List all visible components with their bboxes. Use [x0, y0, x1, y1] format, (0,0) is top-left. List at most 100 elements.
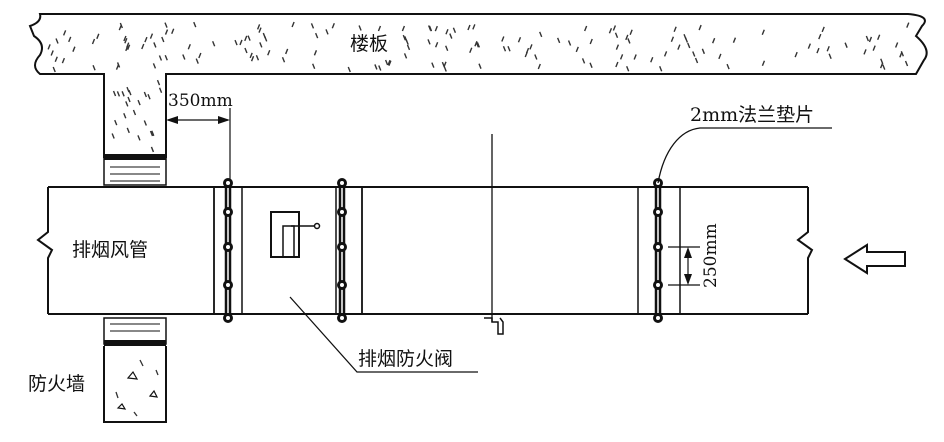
hatch-tick — [126, 86, 130, 93]
wall-hatch-lower — [115, 359, 159, 417]
hatch-tick — [96, 33, 100, 40]
wall-seal-lower — [104, 340, 166, 346]
bolt-hole — [656, 316, 660, 320]
hatch-tick — [612, 25, 617, 31]
hatch-tick — [126, 127, 130, 134]
duct: 排烟风管 — [36, 186, 814, 315]
hatch-tick — [818, 33, 822, 40]
hatch-tick — [677, 44, 681, 50]
wall-offset-value: 350mm — [168, 91, 233, 111]
damper-actuator — [270, 211, 321, 258]
hatch-tick — [684, 37, 689, 43]
hatch-tick — [476, 42, 481, 48]
hatch-tick — [692, 51, 696, 57]
smoke-damper: 排烟防火阀 — [213, 186, 478, 373]
hatch-tick — [144, 36, 148, 43]
hatch-tick — [250, 55, 255, 62]
hatch-tick — [529, 44, 533, 50]
hatch-tick — [124, 37, 128, 44]
smoke-damper-label: 排烟防火阀 — [358, 348, 453, 370]
hatch-tick — [761, 29, 765, 36]
hatch-tick — [151, 130, 155, 137]
hatch-tick — [478, 63, 482, 69]
actuator-inner — [282, 225, 295, 258]
hatch-tick — [387, 59, 391, 66]
hatch-tick — [694, 57, 699, 64]
hatch-tick — [732, 37, 737, 43]
hatch-tick — [62, 30, 67, 36]
hatch-tick — [171, 28, 175, 35]
hatch-tick — [826, 46, 830, 52]
hatch-tick — [879, 62, 884, 69]
hatch-tick — [91, 38, 96, 45]
hatch-tick — [844, 42, 848, 48]
hatch-tick — [187, 44, 191, 50]
hatch-tick — [405, 39, 409, 45]
hatch-tick — [406, 44, 411, 51]
bolt-hole — [226, 210, 230, 214]
hatch-tick — [132, 109, 137, 116]
floor-slab-label: 楼板 — [350, 33, 388, 55]
hatch-tick — [449, 33, 453, 39]
hatch-tick — [434, 25, 438, 32]
hatch-tick — [402, 34, 406, 41]
hatch-tick — [619, 54, 624, 60]
hatch-tick — [141, 43, 145, 50]
hatch-tick — [575, 46, 579, 53]
hatch-tick — [626, 65, 630, 72]
damper-leader — [289, 296, 478, 373]
hatch-tick — [310, 23, 315, 29]
hatch-tick — [137, 99, 141, 106]
wall-body-lower — [103, 346, 167, 423]
hatch-tick — [469, 47, 473, 54]
hatch-tick — [501, 36, 505, 42]
bolt-spacing-value: 250mm — [701, 223, 721, 288]
gasket-leader — [657, 127, 832, 184]
hatch-tick — [50, 50, 54, 56]
hatch-tick — [431, 62, 435, 68]
wall-fill-lines-lower — [110, 323, 160, 332]
flange-3 — [637, 178, 681, 323]
bolt-hole — [226, 316, 230, 320]
hatch-tick — [156, 79, 161, 86]
hatch-tick — [61, 57, 66, 64]
hatch-tick — [212, 41, 216, 47]
hatch-tick — [152, 63, 157, 69]
hatch-tick — [281, 57, 286, 63]
hatch-tick — [882, 64, 886, 70]
slab-outline — [28, 13, 928, 158]
hatch-tick — [331, 23, 335, 29]
hatch-tick — [115, 64, 120, 70]
hatch-tick — [143, 91, 148, 98]
hatch-tick — [164, 29, 169, 35]
hatch-tick — [158, 55, 163, 61]
bolt-hole — [340, 245, 344, 249]
hatch-tick — [121, 91, 125, 97]
hatch-tick — [899, 52, 903, 58]
hatch-tick — [904, 60, 909, 67]
hatch-tick — [256, 24, 261, 30]
dim-arrow-bottom — [684, 274, 692, 285]
hatch-tick — [195, 58, 199, 64]
hatch-tick — [698, 24, 702, 31]
hatch-tick — [111, 133, 115, 139]
hatch-tick — [581, 58, 586, 64]
hatch-tick — [428, 25, 433, 32]
wall-fill-lines-upper — [110, 166, 160, 182]
hatch-tick — [143, 120, 147, 126]
hatch-tick — [153, 42, 157, 48]
hatch-tick — [68, 36, 72, 43]
hatch-tick — [650, 56, 654, 63]
hatch-tick — [325, 29, 329, 35]
actuator-pivot — [313, 222, 321, 230]
hatch-tick — [150, 146, 155, 153]
hatch-tick — [291, 21, 295, 28]
hatch-tick — [126, 44, 131, 51]
hatch-tick — [718, 53, 722, 60]
arrow-left-outline-icon — [843, 243, 906, 275]
actuator-box — [270, 211, 300, 258]
hatch-tick — [267, 50, 271, 56]
right-break-icon — [796, 187, 814, 314]
hatch-tick — [149, 33, 154, 39]
